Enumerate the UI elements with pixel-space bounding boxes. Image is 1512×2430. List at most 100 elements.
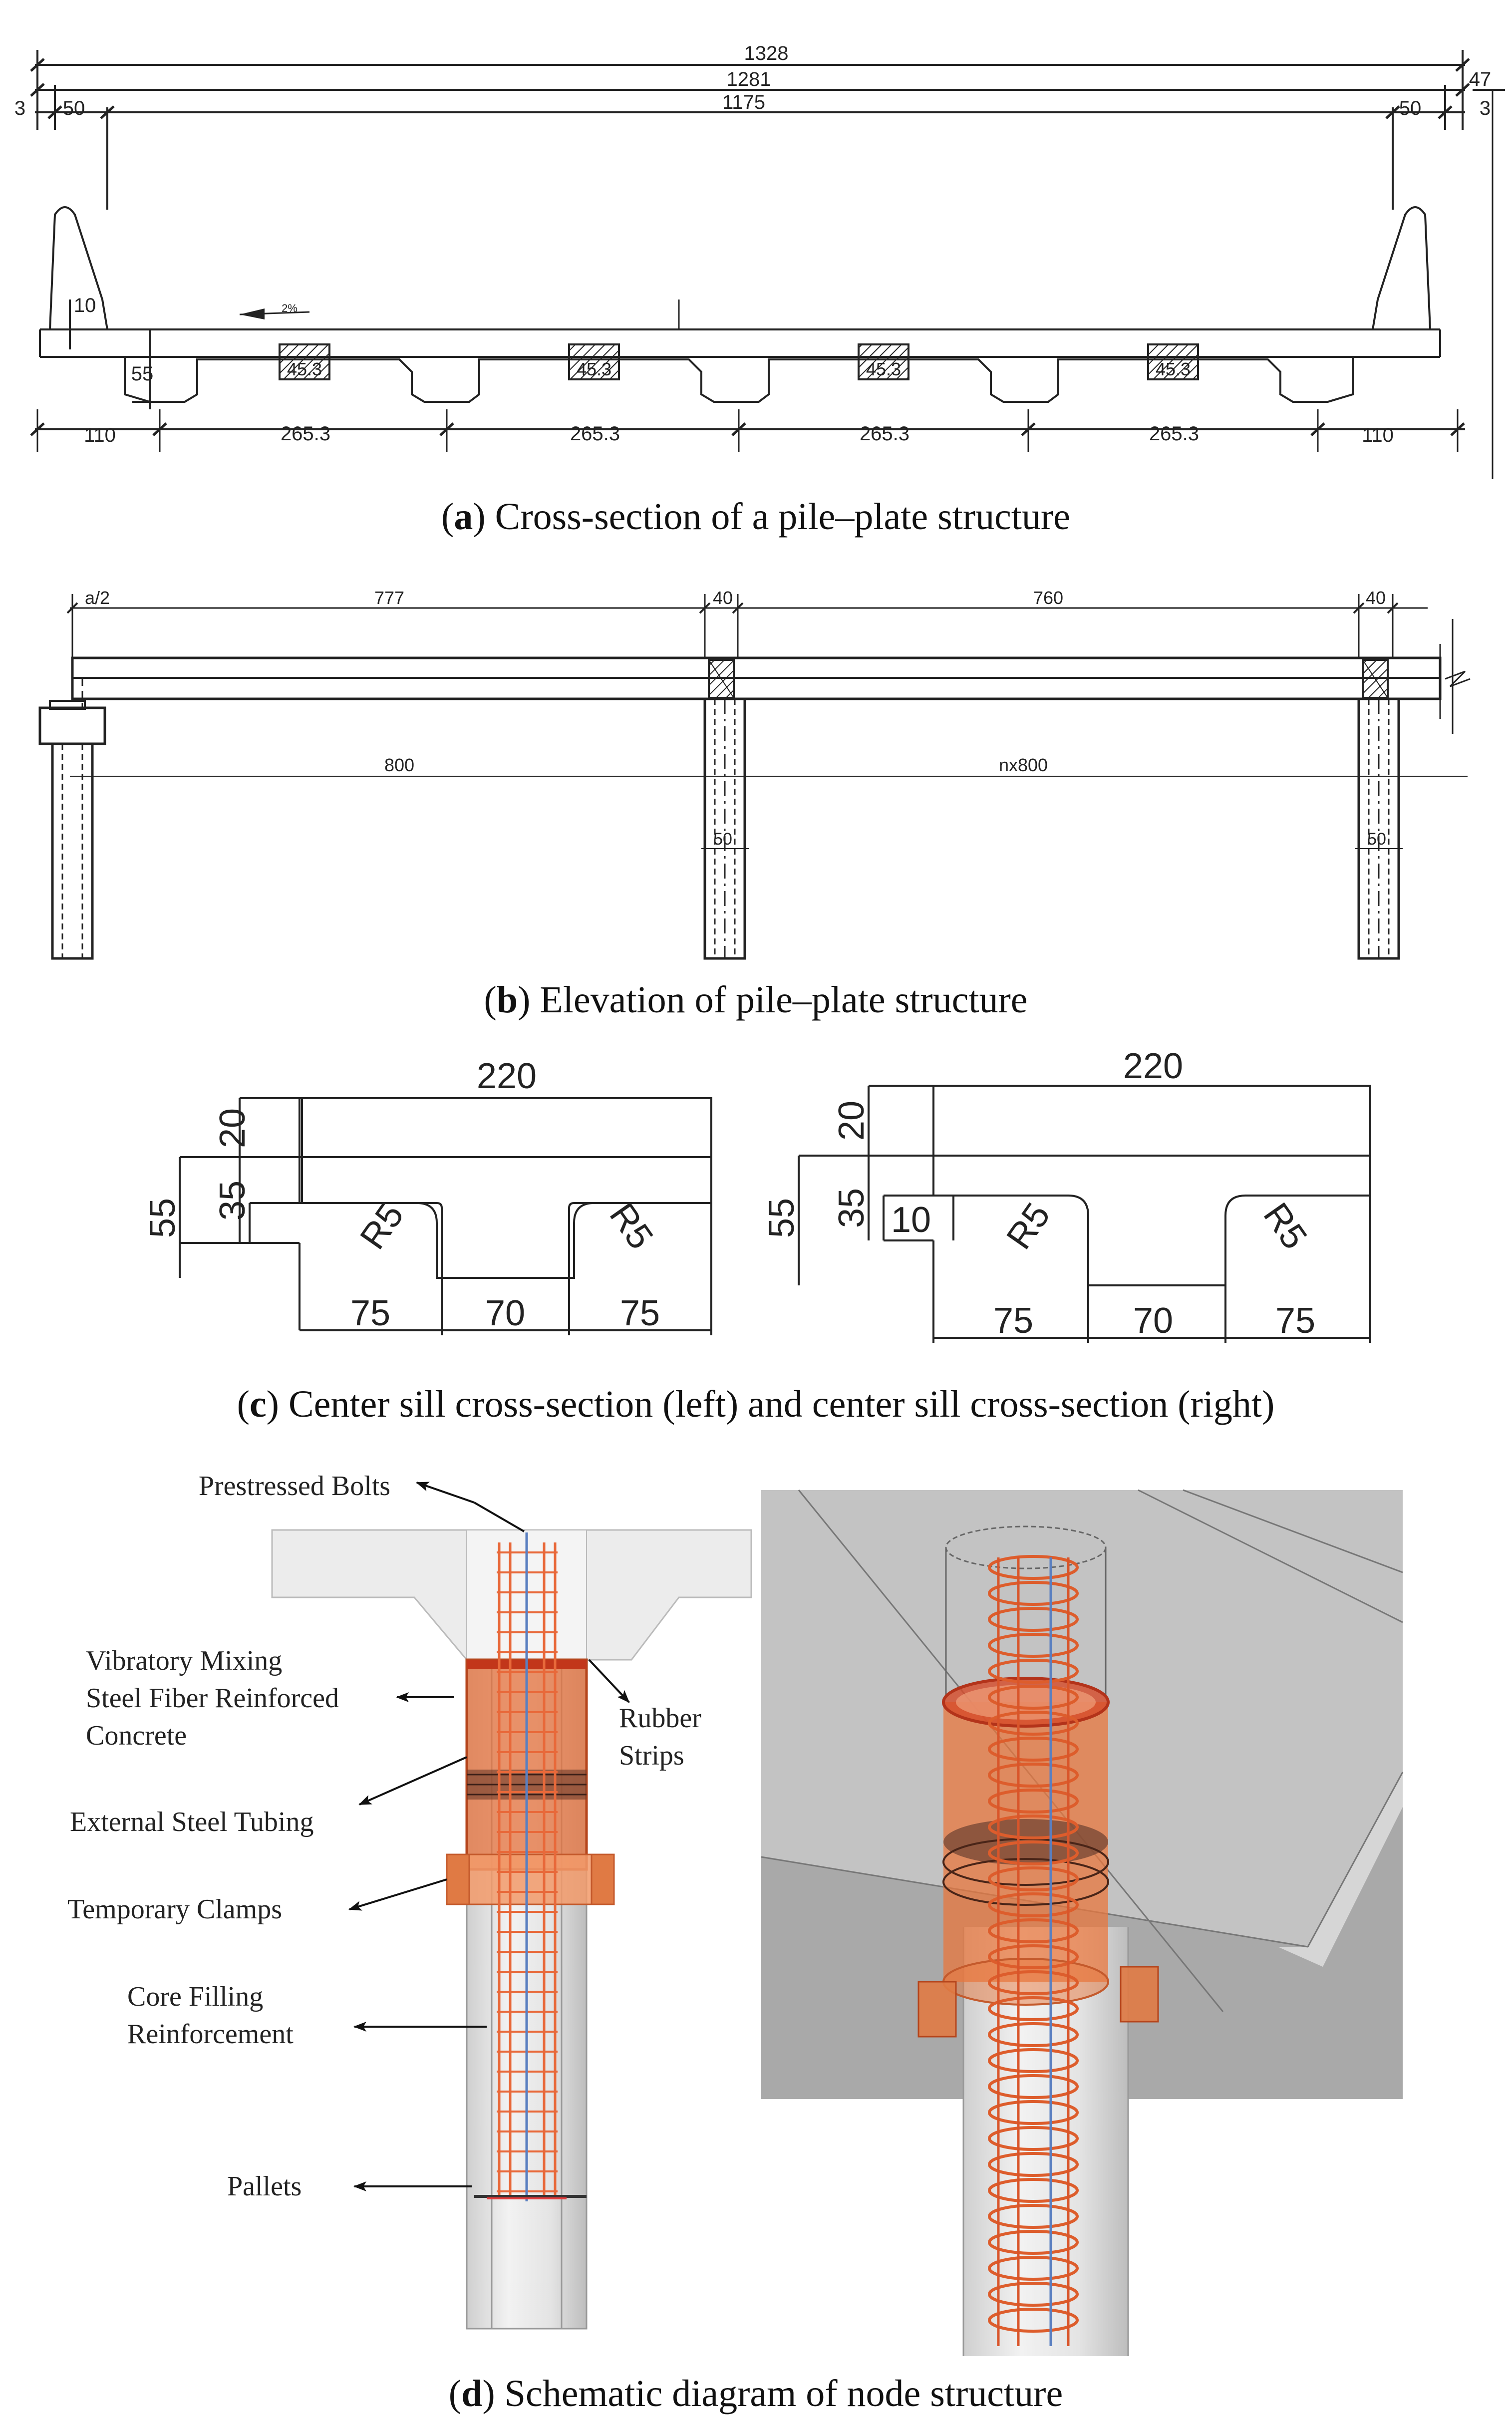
c-left-r5-a: R5 bbox=[352, 1196, 411, 1256]
slope-label: 2% bbox=[282, 302, 298, 314]
caption-d-text: Schematic diagram of node structure bbox=[495, 2373, 1063, 2415]
spiral-loop bbox=[988, 1996, 1079, 2021]
spiral-loop bbox=[988, 1763, 1079, 1788]
dim-50-right: 50 bbox=[1399, 97, 1422, 119]
spiral-loop bbox=[988, 2230, 1079, 2255]
dim-800: 800 bbox=[384, 755, 414, 775]
c-left-r5-b: R5 bbox=[602, 1196, 660, 1256]
dim-nx800: nx800 bbox=[999, 755, 1048, 775]
c-right-75-b: 75 bbox=[1275, 1301, 1315, 1341]
label-prestressed-bolts: Prestressed Bolts bbox=[199, 1471, 390, 1502]
panel-c-left-section bbox=[179, 1097, 712, 1335]
spiral-loop bbox=[988, 1815, 1079, 1839]
bottom-dim-265-4: 265.3 bbox=[1149, 423, 1199, 445]
spiral-loop bbox=[988, 1607, 1079, 1632]
spiral-loop bbox=[988, 1737, 1079, 1762]
spiral-loop bbox=[988, 1581, 1079, 1606]
bottom-dim-110-left: 110 bbox=[84, 424, 116, 446]
label-vibratory-1: Vibratory Mixing bbox=[86, 1645, 282, 1676]
spiral-loop bbox=[988, 1555, 1079, 1580]
caption-c: (c) Center sill cross-section (left) and… bbox=[237, 1383, 1275, 1425]
spiral-loop bbox=[988, 2282, 1079, 2307]
spiral-loop bbox=[988, 1711, 1079, 1736]
spiral-loop bbox=[988, 1633, 1079, 1658]
dim-a-half: a/2 bbox=[85, 588, 110, 608]
spiral-loop bbox=[988, 2256, 1079, 2281]
spiral-loop bbox=[988, 2022, 1079, 2047]
c-left-55: 55 bbox=[143, 1198, 183, 1238]
spiral-loop bbox=[988, 2100, 1079, 2125]
caption-b-text: Elevation of pile–plate structure bbox=[530, 979, 1027, 1021]
panel-a-cross-section bbox=[30, 50, 1505, 479]
label-rubber-1: Rubber bbox=[619, 1703, 701, 1734]
c-right-220: 220 bbox=[1123, 1046, 1183, 1086]
dim-pile-50-a: 50 bbox=[713, 830, 732, 849]
spiral-loop bbox=[988, 1970, 1079, 1995]
dim-760: 760 bbox=[1033, 588, 1063, 608]
c-left-75-a: 75 bbox=[350, 1293, 390, 1333]
label-vibratory-3: Concrete bbox=[86, 1720, 187, 1751]
panel-b-elevation bbox=[38, 594, 1471, 960]
dim-1281: 1281 bbox=[727, 68, 771, 90]
spiral-loop bbox=[988, 1685, 1079, 1710]
dim-3-right: 3 bbox=[1480, 97, 1491, 119]
dim-50-left: 50 bbox=[63, 97, 85, 119]
spiral-loop bbox=[988, 1892, 1079, 1917]
bottom-dim-110-right: 110 bbox=[1362, 424, 1394, 446]
dim-1175: 1175 bbox=[722, 91, 765, 113]
panel-c-right-section bbox=[798, 1085, 1371, 1343]
c-right-70: 70 bbox=[1133, 1301, 1173, 1341]
c-left-20: 20 bbox=[213, 1108, 253, 1148]
spiral-loop bbox=[988, 2178, 1079, 2203]
spiral-loop bbox=[988, 1659, 1079, 1684]
caption-c-letter: c bbox=[250, 1383, 267, 1425]
void-label-4: 45.3 bbox=[1156, 359, 1191, 379]
dim-3-left: 3 bbox=[14, 97, 25, 119]
panel-c-labels: 220 220 55 20 35 R5 R5 75 70 75 55 20 35… bbox=[143, 1046, 1315, 1341]
caption-d: (d) Schematic diagram of node structure bbox=[449, 2373, 1063, 2415]
dim-10: 10 bbox=[74, 295, 96, 316]
spiral-loop bbox=[988, 1789, 1079, 1814]
caption-b-letter: b bbox=[497, 979, 518, 1021]
dim-777: 777 bbox=[374, 588, 404, 608]
panel-d-labels: Prestressed Bolts Vibratory Mixing Steel… bbox=[67, 1471, 701, 2202]
spiral-loop bbox=[988, 2074, 1079, 2099]
dim-40-b: 40 bbox=[1366, 588, 1386, 608]
c-right-55: 55 bbox=[762, 1198, 802, 1238]
void-label-2: 45.3 bbox=[577, 359, 611, 379]
bottom-dim-265-3: 265.3 bbox=[860, 423, 909, 445]
void-label-3: 45.3 bbox=[866, 359, 901, 379]
c-left-220: 220 bbox=[477, 1056, 537, 1096]
bottom-dim-265-1: 265.3 bbox=[281, 423, 330, 445]
dim-55: 55 bbox=[131, 363, 154, 385]
spiral-loop bbox=[988, 1918, 1079, 1943]
spiral-loop bbox=[988, 2204, 1079, 2229]
spiral-loop bbox=[988, 1944, 1079, 1969]
c-right-20: 20 bbox=[832, 1101, 872, 1141]
c-right-10: 10 bbox=[891, 1200, 931, 1240]
spiral-loop bbox=[988, 2126, 1079, 2151]
dim-47: 47 bbox=[1469, 68, 1492, 90]
spiral-loop bbox=[988, 2048, 1079, 2073]
spiral-loop bbox=[988, 1866, 1079, 1891]
dim-pile-50-b: 50 bbox=[1367, 830, 1386, 849]
c-right-r5-b: R5 bbox=[1255, 1196, 1314, 1256]
c-right-75-a: 75 bbox=[993, 1301, 1033, 1341]
label-core-1: Core Filling bbox=[127, 1981, 263, 2012]
panel-d-arrows bbox=[348, 1482, 630, 2191]
caption-b: (b) Elevation of pile–plate structure bbox=[484, 979, 1028, 1021]
panel-b-dimension-labels: a/2 777 40 760 40 800 nx800 50 50 bbox=[85, 588, 1386, 849]
void-label-1: 45.3 bbox=[287, 359, 322, 379]
dim-40-a: 40 bbox=[713, 588, 733, 608]
spiral-loop bbox=[988, 2152, 1079, 2177]
caption-a: (a) Cross-section of a pile–plate struct… bbox=[441, 496, 1070, 538]
panel-d-right-render bbox=[761, 1489, 1404, 2356]
c-right-35: 35 bbox=[832, 1188, 872, 1228]
panel-d-left-schematic bbox=[271, 1529, 752, 2330]
label-pallets: Pallets bbox=[227, 2171, 302, 2202]
label-rubber-2: Strips bbox=[619, 1740, 684, 1771]
spiral-loop bbox=[988, 2308, 1079, 2333]
caption-a-letter: a bbox=[454, 496, 473, 538]
dim-1328: 1328 bbox=[744, 42, 789, 64]
